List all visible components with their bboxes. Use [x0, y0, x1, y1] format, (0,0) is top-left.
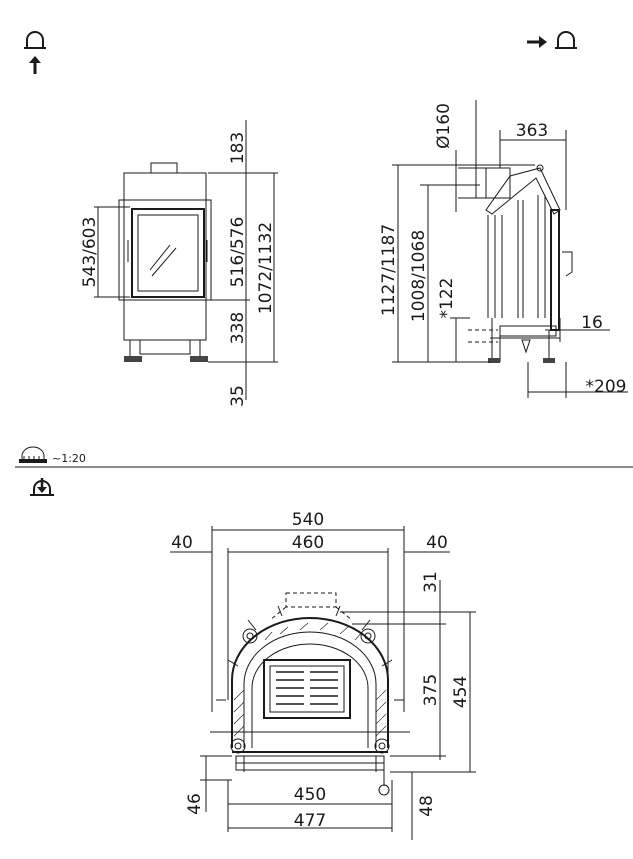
dim-bottom-width-inner: 450	[294, 785, 326, 805]
front-view	[118, 162, 212, 362]
dim-bottom-width-outer: 477	[294, 811, 326, 831]
dim-right-depth: 48	[417, 795, 437, 817]
dim-depth-outer: 454	[451, 676, 471, 708]
top-view-icon	[30, 478, 54, 496]
dim-height-outer: 1127/1187	[379, 224, 399, 316]
arrow-up-icon	[29, 56, 41, 74]
front-dimensions: 183 543/603 516/576 1072/1132 338 35	[80, 120, 278, 407]
dim-overall-height: 1072/1132	[256, 222, 276, 314]
dim-air-inlet: *122	[437, 278, 457, 319]
dim-base: 338	[228, 312, 248, 344]
arrow-right-icon	[527, 36, 547, 48]
dim-glass-height: 543/603	[80, 217, 100, 288]
plan-dimensions: 540 460 40 40 31 375 454 450 477 46 48	[170, 510, 476, 840]
scale-label: ~1:20	[52, 452, 86, 465]
plan-view	[210, 592, 410, 796]
dim-top: 183	[228, 132, 248, 164]
dim-top-offset: 31	[421, 571, 441, 593]
dim-depth-top: 363	[516, 121, 548, 141]
dim-flue: Ø160	[434, 103, 454, 149]
dim-feet: 35	[228, 385, 248, 407]
dim-side-gap: 16	[581, 313, 603, 333]
dim-height-inner: 1008/1068	[409, 230, 429, 322]
dim-right-margin: 40	[426, 533, 448, 553]
front-view-icon	[24, 31, 46, 49]
dim-depth-inner: 375	[421, 674, 441, 706]
dim-left-margin: 40	[171, 533, 193, 553]
dim-inner-width: 460	[292, 533, 324, 553]
dim-door-height: 516/576	[228, 217, 248, 288]
side-view	[475, 164, 573, 363]
side-view-icon	[555, 31, 577, 49]
side-dimensions: Ø160 363 1127/1187 1008/1068 *122 16 *20…	[379, 100, 628, 398]
dim-overall-width: 540	[292, 510, 324, 530]
dim-left-depth: 46	[185, 793, 205, 815]
scale-ruler-icon	[19, 446, 47, 463]
dim-bottom-offset: *209	[586, 377, 627, 397]
